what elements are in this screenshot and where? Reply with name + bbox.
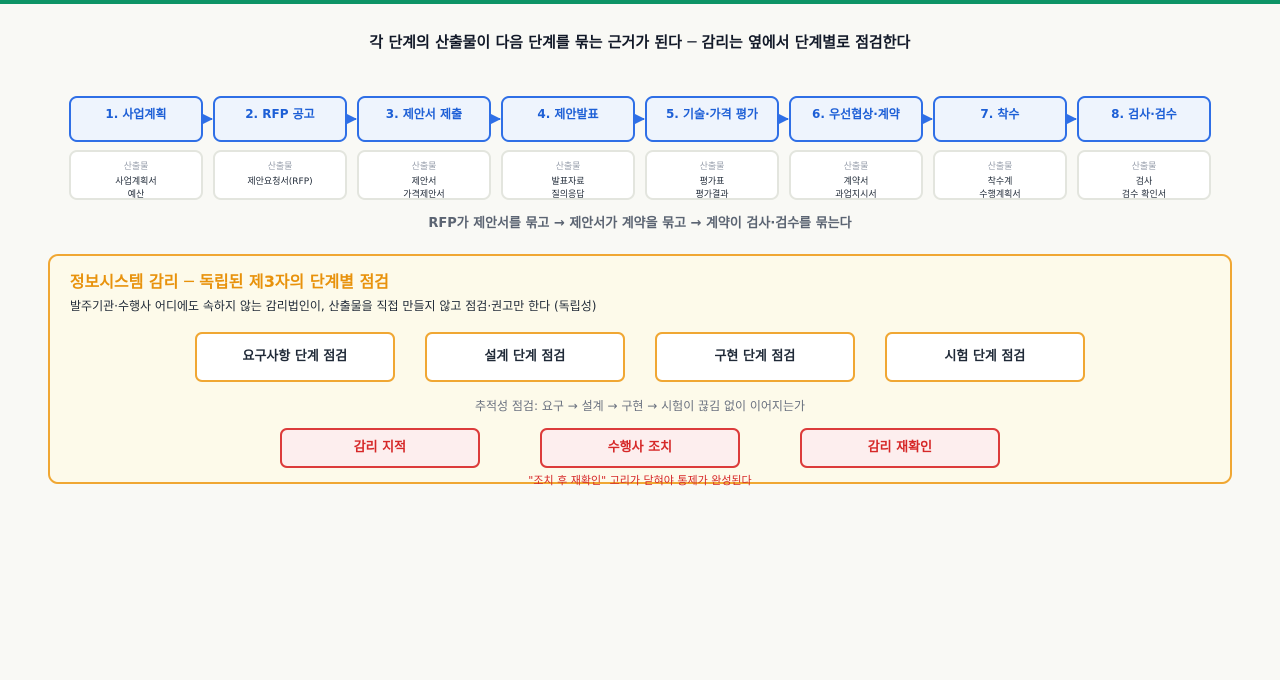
top-accent-bar [0, 0, 1280, 4]
artifact-item: 평가표 [699, 177, 725, 187]
artifact-label: 산출물 [987, 162, 1013, 172]
flow-vendor-action: 수행사 조치 [540, 428, 740, 468]
artifact-item: 제안요청서(RFP) [247, 177, 313, 187]
flow-audit-recheck: 감리 재확인 [800, 428, 1000, 468]
artifact-label: 산출물 [267, 162, 293, 172]
flow-audit-finding: 감리 지적 [280, 428, 480, 468]
step-6-negotiation-contract: 6. 우선협상·계약 [789, 96, 923, 142]
step-8-inspection: 8. 검사·검수 [1077, 96, 1211, 142]
artifact-label: 산출물 [699, 162, 725, 172]
artifact-item: 검사 [1135, 177, 1153, 187]
artifact-item: 제안서 [411, 177, 437, 187]
step-2-rfp-notice: 2. RFP 공고 [213, 96, 347, 142]
artifact-item: 질의응답 [551, 190, 585, 200]
artifact-item: 과업지시서 [835, 190, 877, 200]
artifact-item: 사업계획서 [115, 177, 157, 187]
artifact-item: 발표자료 [551, 177, 585, 187]
check-requirements: 요구사항 단계 점검 [195, 332, 395, 382]
artifact-item: 계약서 [843, 177, 869, 187]
check-design: 설계 단계 점검 [425, 332, 625, 382]
artifact-item: 가격제안서 [403, 190, 445, 200]
artifact-label: 산출물 [411, 162, 437, 172]
artifact-label: 산출물 [843, 162, 869, 172]
check-testing: 시험 단계 점검 [885, 332, 1085, 382]
artifact-item: 평가결과 [695, 190, 729, 200]
loop-caption: "조치 후 재확인" 고리가 닫혀야 통제가 완성된다 [528, 474, 752, 487]
step-1-business-plan: 1. 사업계획 [69, 96, 203, 142]
chain-caption: RFP가 제안서를 묶고 → 제안서가 계약을 묶고 → 계약이 검사·검수를 … [428, 216, 852, 231]
artifact-item: 예산 [127, 190, 145, 200]
artifact-item: 착수계 [987, 177, 1013, 187]
step-4-proposal-presentation: 4. 제안발표 [501, 96, 635, 142]
artifact-item: 검수 확인서 [1121, 190, 1167, 200]
artifact-label: 산출물 [555, 162, 581, 172]
artifact-label: 산출물 [1131, 162, 1157, 172]
artifact-label: 산출물 [123, 162, 149, 172]
check-implementation: 구현 단계 점검 [655, 332, 855, 382]
traceability-caption: 추적성 점검: 요구 → 설계 → 구현 → 시험이 끊김 없이 이어지는가 [474, 399, 806, 413]
audit-description: 발주기관·수행사 어디에도 속하지 않는 감리법인이, 산출물을 직접 만들지 … [70, 299, 597, 313]
artifact-item: 수행계획서 [979, 190, 1021, 200]
audit-title: 정보시스템 감리 ─ 독립된 제3자의 단계별 점검 [70, 272, 390, 291]
diagram-title: 각 단계의 산출물이 다음 단계를 묶는 근거가 된다 ─ 감리는 옆에서 단계… [369, 33, 911, 51]
artifact-box-2: 산출물 제안요청서(RFP) [213, 150, 347, 200]
step-3-proposal-submission: 3. 제안서 제출 [357, 96, 491, 142]
step-5-evaluation: 5. 기술·가격 평가 [645, 96, 779, 142]
step-7-kickoff: 7. 착수 [933, 96, 1067, 142]
